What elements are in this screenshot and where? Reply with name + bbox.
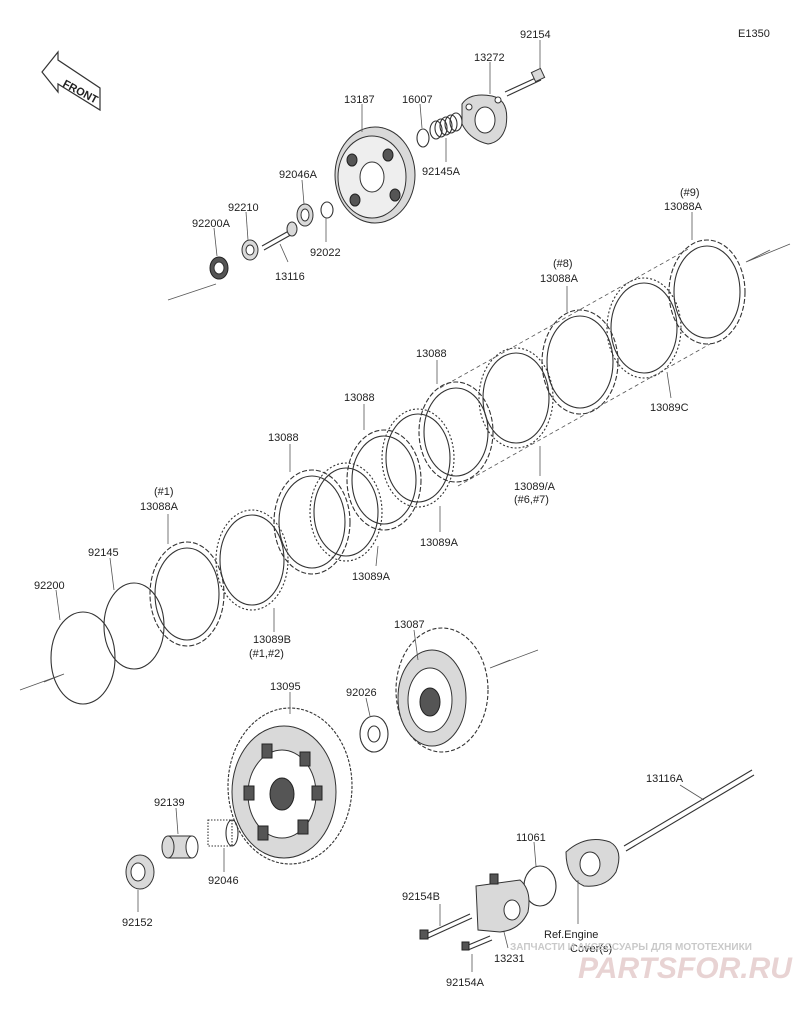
label-13087: 13087	[394, 619, 425, 631]
label-92046a: 92046A	[279, 169, 318, 181]
label-92154: 92154	[520, 29, 551, 41]
release-shaft-13116a	[623, 769, 755, 852]
bolt-92154a	[461, 935, 493, 951]
watermark-subtitle: ЗАПЧАСТИ И АКСЕССУАРЫ ДЛЯ МОТОТЕХНИКИ	[510, 942, 752, 953]
label-13089b: 13089B	[253, 634, 291, 646]
label-13116: 13116	[275, 271, 305, 283]
label-92154b: 92154B	[402, 891, 440, 903]
note-1: (#1)	[154, 486, 174, 498]
steel-plate-13089a-mid	[381, 408, 455, 508]
steel-plate-13089a-low	[309, 462, 383, 562]
note-6-7: (#6,#7)	[514, 494, 549, 506]
ref-covers-label: Cover(s)	[570, 943, 612, 955]
friction-plate-13088a-1	[149, 541, 225, 647]
friction-plate-13088-c	[418, 381, 494, 483]
steel-plate-13089c	[606, 277, 682, 379]
ring-92200	[50, 611, 116, 705]
bearing-92046a	[296, 203, 314, 227]
seal-92200a	[209, 256, 229, 280]
spring-ring-92145	[103, 582, 165, 670]
label-13088a-1: 13088A	[140, 501, 179, 513]
label-92139: 92139	[154, 797, 185, 809]
engine-cover-bracket	[565, 839, 620, 887]
friction-plate-13088a-9	[668, 239, 746, 345]
front-arrow-icon: FRONT	[41, 50, 101, 112]
washer-92022	[320, 201, 334, 219]
label-13089a-low: 13089A	[352, 571, 391, 583]
label-92200: 92200	[34, 580, 65, 592]
needle-bearing-92046	[207, 819, 239, 847]
label-92026: 92026	[346, 687, 377, 699]
label-13089a-top: 13089/A	[514, 481, 556, 493]
diagram-code: E1350	[738, 28, 770, 40]
label-13116a: 13116A	[646, 773, 684, 785]
label-92210: 92210	[228, 202, 259, 214]
watermark-logo: PARTSFOR.RU	[578, 952, 793, 985]
label-13089a-mid: 13089A	[420, 537, 459, 549]
ref-engine-label: Ref.Engine	[544, 929, 598, 941]
label-13088a-8: 13088A	[540, 273, 579, 285]
label-11061: 11061	[516, 832, 546, 844]
label-13088-a: 13088	[268, 432, 299, 444]
label-92046: 92046	[208, 875, 239, 887]
washer-92026	[359, 715, 389, 753]
bearing-92210	[241, 239, 259, 261]
label-13187: 13187	[344, 94, 375, 106]
spring-92145a	[429, 112, 463, 140]
label-13272: 13272	[474, 52, 505, 64]
collar-92152	[125, 854, 155, 890]
label-13088a-9: 13088A	[664, 201, 703, 213]
lever-13231	[475, 873, 530, 933]
bolt-92154b	[419, 913, 473, 940]
friction-plate-13088-b	[346, 429, 422, 531]
clutch-hub-13087	[395, 627, 489, 753]
label-13088-b: 13088	[344, 392, 375, 404]
note-1-2: (#1,#2)	[249, 648, 284, 660]
label-13231: 13231	[494, 953, 525, 965]
clutch-housing-13095	[227, 707, 353, 865]
pushrod-13116	[261, 221, 298, 251]
steel-plate-13089b	[215, 509, 289, 611]
label-13088-c: 13088	[416, 348, 447, 360]
label-92200a: 92200A	[192, 218, 231, 230]
pressure-plate-13187	[334, 126, 416, 224]
label-92152: 92152	[122, 917, 153, 929]
label-13095: 13095	[270, 681, 301, 693]
label-92022: 92022	[310, 247, 341, 259]
washer-16007	[416, 128, 430, 148]
bolt-92154	[504, 67, 546, 97]
steel-plate-13089-a	[478, 347, 554, 449]
label-92145a: 92145A	[422, 166, 461, 178]
note-9: (#9)	[680, 187, 700, 199]
sleeve-92139	[161, 835, 199, 859]
friction-plate-13088-a	[273, 469, 351, 575]
note-8: (#8)	[553, 258, 573, 270]
label-13089c: 13089C	[650, 402, 689, 414]
label-16007: 16007	[402, 94, 433, 106]
lifter-plate-13272	[461, 94, 508, 145]
label-92154a: 92154A	[446, 977, 485, 989]
label-92145: 92145	[88, 547, 119, 559]
